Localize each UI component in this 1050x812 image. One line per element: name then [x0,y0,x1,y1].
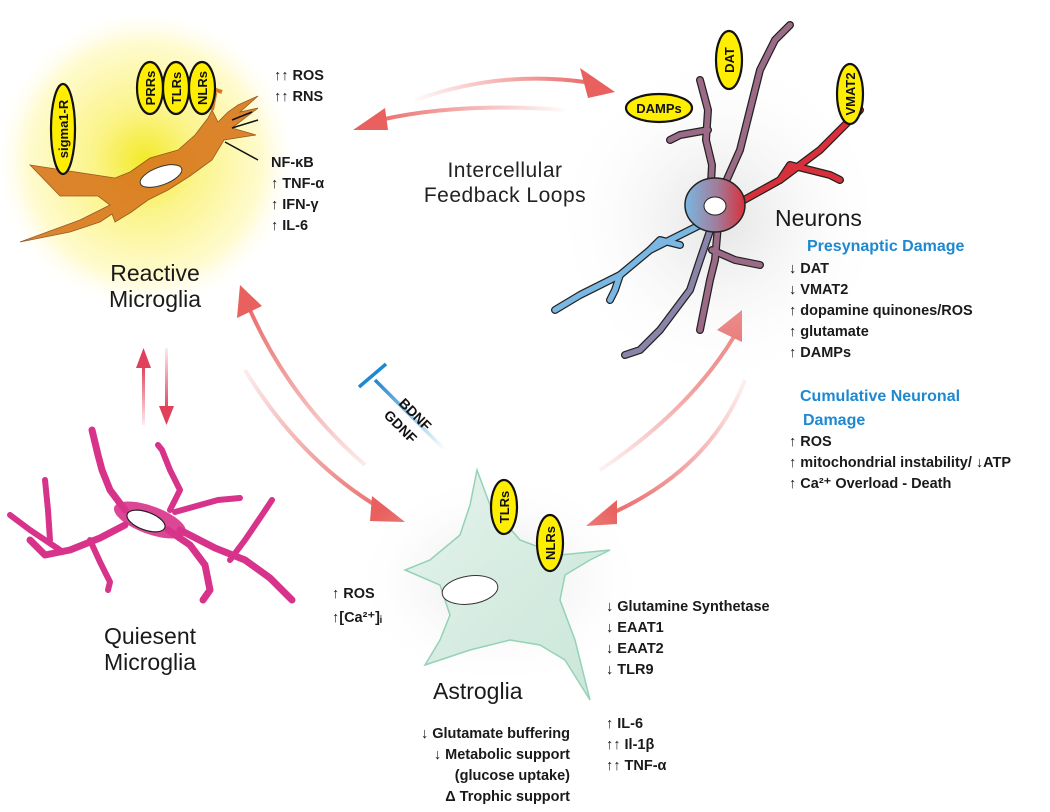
svg-text:NLRs: NLRs [543,526,558,560]
astro-down-item: ↓ Glutamine Synthetase [606,599,770,615]
presynaptic-item: ↑ dopamine quinones/ROS [789,303,973,319]
trophic-inhibition-line [357,362,447,452]
cumulative-damage-heading: Cumulative Neuronal Damage [800,385,960,433]
svg-text:TLRs: TLRs [497,491,512,524]
arrow-astroglia-to-reactive-microglia [237,285,367,467]
heading-line: Damage [803,412,866,429]
badge-damps: DAMPs [624,92,694,124]
support-item: ↓ Glutamate buffering [420,726,570,742]
svg-text:DAMPs: DAMPs [636,101,682,116]
presynaptic-item: ↓ VMAT2 [789,282,849,298]
svg-text:TLRs: TLRs [169,72,184,105]
support-item: Δ Trophic support [445,789,570,805]
badge-astro-tlrs: TLRs [489,478,519,536]
heading-line: Cumulative Neuronal [800,388,961,405]
cumulative-item: ↑ Ca²⁺ Overload - Death [789,476,952,492]
quiescent-microglia-cell [7,426,296,604]
astro-marker: ↑ ROS [332,586,375,602]
astro-marker: ↑[Ca²⁺]ᵢ [332,610,382,626]
center-label-line: Intercellular [447,159,563,182]
badge-dat: DAT [714,29,744,91]
center-label-line: Feedback Loops [423,184,587,207]
astro-up-item: ↑ IL-6 [606,716,644,732]
title-line: Reactive [110,260,200,286]
badge-prrs: PRRs [135,60,165,116]
title-line: Microglia [103,649,197,675]
astroglia-title: Astroglia [433,678,523,704]
marker-il6: ↑ IL-6 [271,218,309,234]
arrow-neurons-to-astroglia [586,379,747,526]
astroglia-up-markers: ↑ IL-6 ↑↑ Il-1β ↑↑ TNF-α [606,714,666,777]
astroglia-left-markers: ↑ ROS ↑[Ca²⁺]ᵢ [332,582,382,630]
svg-text:sigma1-R: sigma1-R [56,99,71,158]
badge-sigma1-r: sigma1-R [49,82,77,176]
reactive-microglia-title: Reactive Microglia [95,260,215,312]
reactive-cytokine-markers: NF-κB ↑ TNF-α ↑ IFN-γ ↑ IL-6 [271,153,324,237]
astroglia-support-list: ↓ Glutamate buffering ↓ Metabolic suppor… [390,724,570,808]
presynaptic-item: ↑ DAMPs [789,345,852,361]
marker-rns: ↑↑ RNS [274,89,324,105]
quiescent-microglia-title: Quiesent Microglia [90,623,210,675]
astroglia-down-markers: ↓ Glutamine Synthetase ↓ EAAT1 ↓ EAAT2 ↓… [606,597,770,681]
marker-tnf-alpha: ↑ TNF-α [271,176,325,192]
cumulative-item: ↑ ROS [789,434,832,450]
badge-astro-nlrs: NLRs [535,513,565,573]
cumulative-item: ↑ mitochondrial instability/ ↓ATP [789,455,1012,471]
astro-up-item: ↑↑ TNF-α [606,758,667,774]
reactive-oxidative-markers: ↑↑ ROS ↑↑ RNS [274,66,324,108]
neurons-title: Neurons [775,205,862,231]
marker-nfkb: NF-κB [271,155,314,171]
presynaptic-item: ↓ DAT [789,261,830,277]
badge-tlrs: TLRs [161,60,191,116]
badge-vmat2: VMAT2 [835,62,865,126]
presynaptic-damage-list: ↓ DAT ↓ VMAT2 ↑ dopamine quinones/ROS ↑ … [789,259,973,364]
arrow-neurons-to-microglia [353,105,566,130]
astro-down-item: ↓ EAAT1 [606,620,664,636]
cumulative-damage-list: ↑ ROS ↑ mitochondrial instability/ ↓ATP … [789,432,1011,495]
svg-text:VMAT2: VMAT2 [843,72,858,115]
marker-ifn-gamma: ↑ IFN-γ [271,197,319,213]
astro-down-item: ↓ EAAT2 [606,641,664,657]
support-item: (glucose uptake) [454,768,570,784]
astroglia-cell [350,467,650,701]
presynaptic-item: ↑ glutamate [789,324,869,340]
neuron-cell [550,21,890,390]
arrow-microglia-to-neurons [414,68,615,102]
intercellular-feedback-label: Intercellular Feedback Loops [405,158,605,208]
astro-up-item: ↑↑ Il-1β [606,737,655,753]
badge-nlrs: NLRs [187,60,217,116]
astro-down-item: ↓ TLR9 [606,662,654,678]
svg-text:DAT: DAT [722,47,737,73]
arrow-quiescent-to-reactive [136,348,151,425]
svg-text:PRRs: PRRs [143,71,158,106]
svg-text:NLRs: NLRs [195,71,210,105]
support-item: ↓ Metabolic support [433,747,570,763]
title-line: Microglia [108,286,202,312]
presynaptic-damage-heading: Presynaptic Damage [807,238,965,255]
arrow-reactive-to-quiescent [159,348,174,425]
marker-ros: ↑↑ ROS [274,68,324,84]
title-line: Quiesent [103,623,197,649]
